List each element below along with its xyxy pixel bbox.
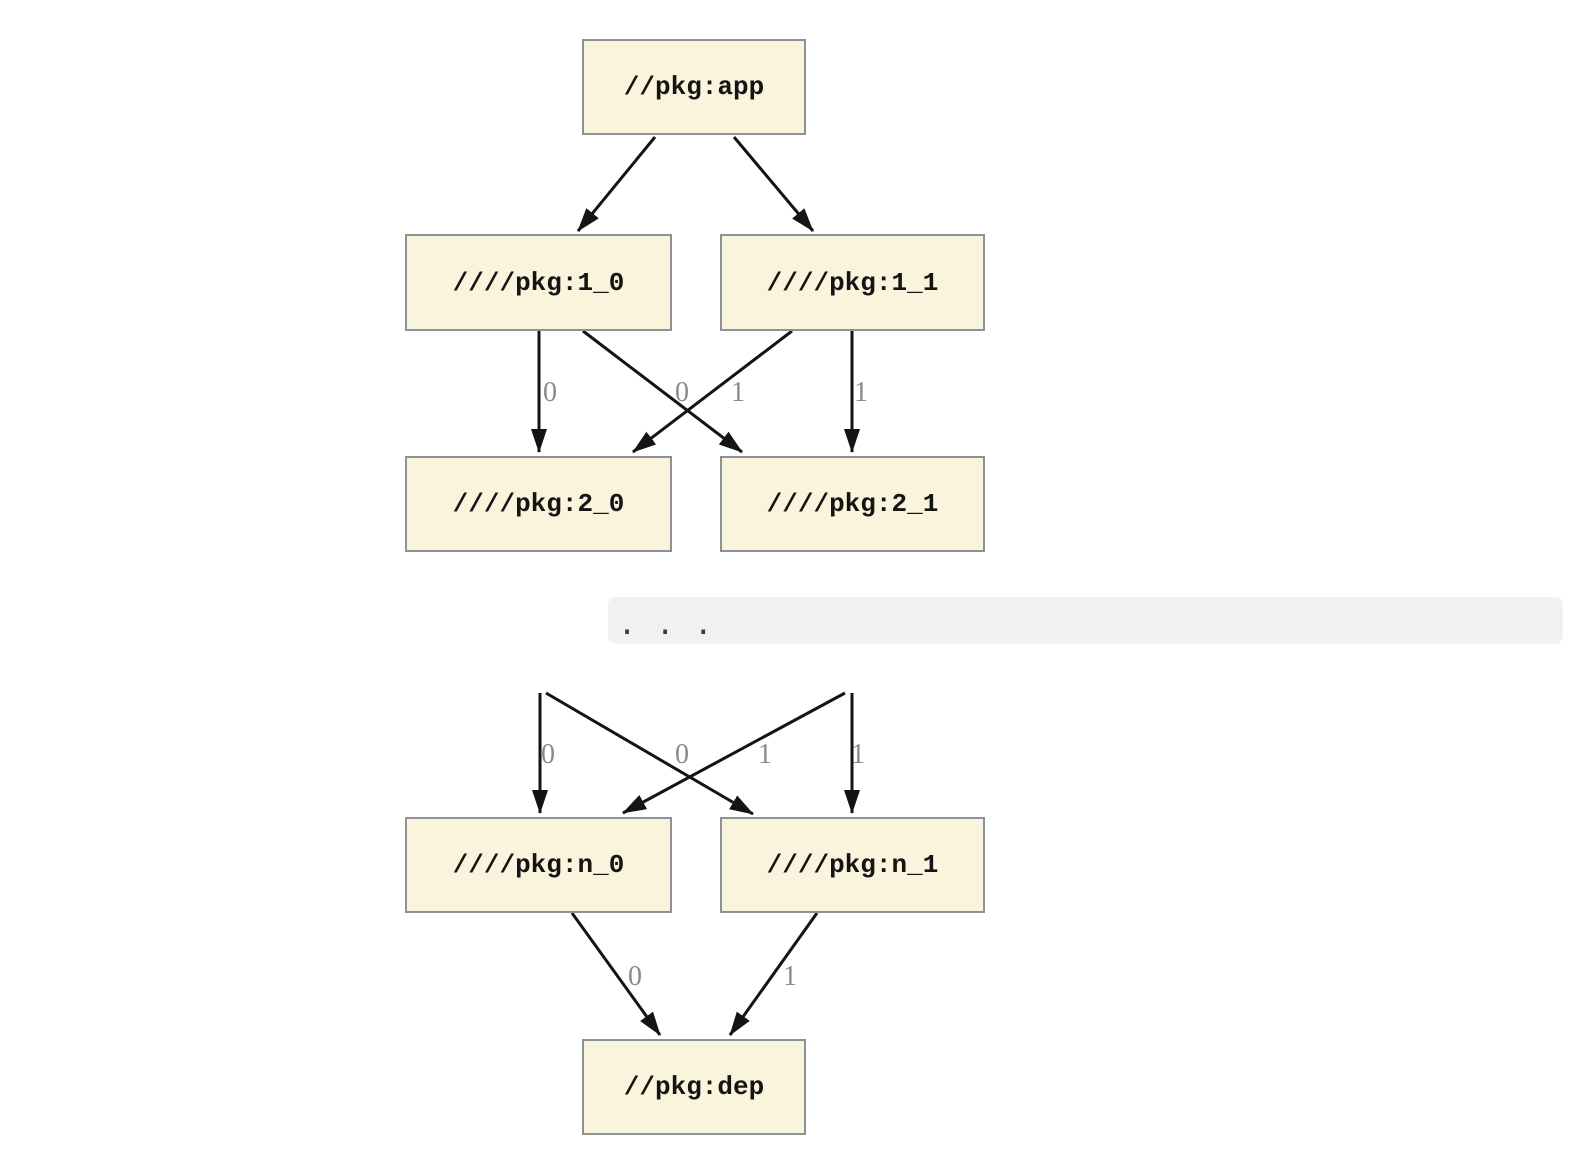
node-label: ////pkg:1_1 — [766, 267, 939, 298]
edge-label: 1 — [851, 739, 865, 770]
edge-mid-to-n_1-cross — [545, 691, 754, 816]
node-pkg-2_1: ////pkg:2_1 — [720, 456, 985, 552]
node-pkg-n_0: ////pkg:n_0 — [405, 817, 672, 913]
node-pkg-dep: //pkg:dep — [582, 1039, 806, 1135]
edge-label: 1 — [783, 961, 797, 992]
node-label: ////pkg:2_0 — [452, 489, 625, 519]
edge-label: 0 — [543, 377, 557, 408]
edge-n_1-to-dep — [728, 912, 819, 1036]
node-label: ////pkg:n_0 — [452, 850, 625, 880]
edge-label: 1 — [854, 377, 868, 408]
node-label: ////pkg:1_0 — [452, 267, 625, 298]
edge-mid-to-n_0-cross — [622, 691, 846, 815]
edge-label: 0 — [541, 739, 555, 770]
node-pkg-1_1: ////pkg:1_1 — [720, 234, 985, 331]
edge-label: 1 — [758, 739, 772, 770]
edge-1_1-to-2_0 — [632, 329, 793, 454]
ellipsis-dots: . . . — [618, 607, 714, 642]
edge-app-to-1_1 — [732, 136, 815, 232]
node-label: //pkg:dep — [623, 1072, 765, 1102]
node-pkg-1_0: ////pkg:1_0 — [405, 234, 672, 331]
node-pkg-n_1: ////pkg:n_1 — [720, 817, 985, 913]
node-pkg-app: //pkg:app — [582, 39, 806, 135]
node-label: ////pkg:n_1 — [766, 850, 939, 880]
ellipsis-band: . . . — [608, 597, 1563, 644]
edge-n_0-to-dep — [570, 912, 662, 1036]
edge-app-to-1_0 — [576, 136, 657, 232]
edge-label: 0 — [675, 739, 689, 770]
node-label: ////pkg:2_1 — [766, 489, 939, 519]
edge-label: 0 — [675, 377, 689, 408]
node-label: //pkg:app — [623, 72, 765, 102]
node-pkg-2_0: ////pkg:2_0 — [405, 456, 672, 552]
edge-label: 1 — [731, 377, 745, 408]
edge-1_0-to-2_1 — [582, 329, 743, 454]
edge-label: 0 — [628, 961, 642, 992]
